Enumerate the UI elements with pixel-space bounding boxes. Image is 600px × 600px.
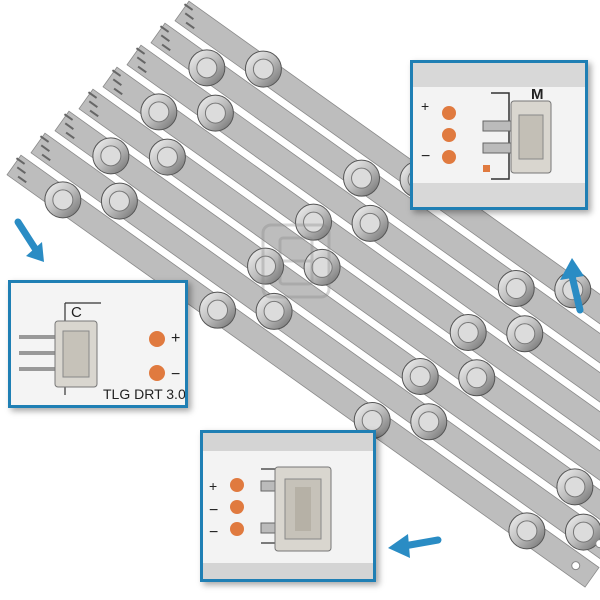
led-strip [78, 88, 600, 481]
arrow-up-icon [560, 258, 584, 314]
inset-bottom-connector: + − − [200, 430, 376, 582]
led-strip [30, 132, 600, 560]
polarity-plus-label: + [209, 478, 217, 494]
led-strip [150, 22, 600, 364]
polarity-minus-label-2: − [209, 524, 218, 541]
polarity-plus-label: + [421, 98, 429, 114]
solder-pad [230, 478, 244, 492]
board-text: TLG DRT 3.0 3 [103, 386, 185, 402]
solder-pad [230, 500, 244, 514]
solder-pad [230, 522, 244, 536]
led-strip [126, 44, 600, 403]
connector-mark: M [531, 86, 544, 103]
solder-pad [149, 365, 165, 381]
polarity-minus-label: − [421, 148, 430, 165]
solder-pad [442, 150, 456, 164]
connector-mark: C [71, 304, 82, 321]
polarity-plus-label: + [171, 330, 180, 347]
watermark-logo-icon [261, 223, 331, 299]
inset-left-connector: C + − TLG DRT 3.0 3 [8, 280, 188, 408]
polarity-minus-label: − [209, 502, 218, 519]
led-strip [102, 66, 600, 442]
arrow-left-icon [388, 534, 442, 558]
inset-top-right-connector: + − M [410, 60, 588, 210]
solder-pad [442, 128, 456, 142]
led-strip [54, 110, 600, 520]
solder-pad [149, 331, 165, 347]
solder-pad [442, 106, 456, 120]
polarity-minus-label: − [171, 366, 180, 383]
arrow-down-left-icon [14, 218, 44, 262]
